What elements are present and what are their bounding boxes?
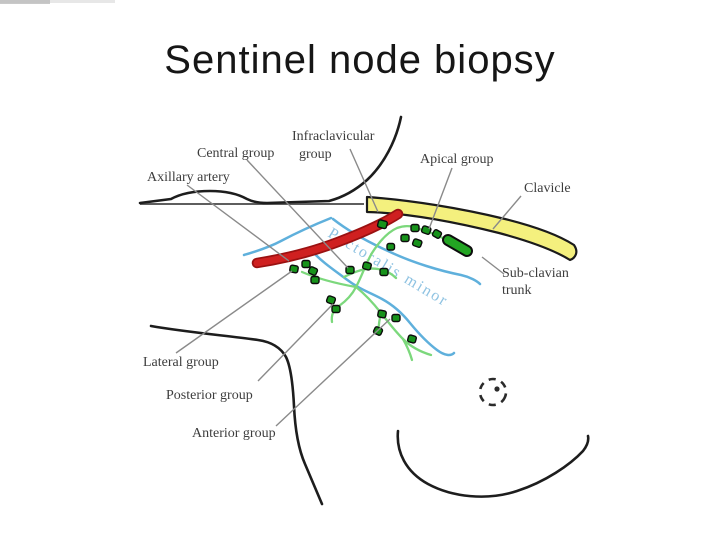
label-central-group: Central group [197, 146, 274, 161]
slide-title: Sentinel node biopsy [164, 38, 556, 82]
label-infraclavicular-group-line2: group [299, 147, 332, 162]
lymph-node [345, 265, 355, 275]
label-infraclavicular-group-line1: Infraclavicular [292, 129, 375, 144]
clavicle-bone [365, 195, 578, 262]
lymph-node [310, 275, 320, 285]
pointer-axillary-artery [186, 184, 290, 262]
lymph-node [377, 309, 387, 319]
pointer-infraclavicular-group [349, 148, 379, 213]
lymph-node [410, 223, 420, 233]
lymph-node [406, 334, 418, 344]
lymph-node [331, 304, 341, 314]
pointer-clavicle [492, 195, 522, 230]
lymph-vessel [330, 285, 358, 324]
label-subclavian-trunk-line1: Sub-clavian [502, 266, 569, 281]
label-subclavian-trunk-line2: trunk [502, 283, 532, 298]
label-apical-group: Apical group [420, 152, 493, 167]
lymph-node [307, 266, 319, 276]
arm-outline [138, 115, 403, 205]
chest-outline [149, 324, 324, 506]
lymph-node [379, 267, 389, 277]
pointer-posterior-group [257, 303, 334, 382]
breast-outline [396, 429, 590, 498]
lymph-node [376, 219, 389, 230]
lymph-node [431, 229, 443, 239]
pointer-central-group [246, 159, 349, 269]
dashed-circle-icon [478, 377, 508, 407]
lymph-node [411, 238, 423, 248]
lymph-node [386, 242, 396, 251]
label-clavicle: Clavicle [524, 181, 571, 196]
pointer-apical-group [428, 167, 453, 230]
lymph-node [400, 233, 410, 243]
lymph-node [325, 295, 337, 305]
vein-path [242, 216, 333, 257]
pointer-anterior-group [275, 318, 391, 427]
lymph-vessel [401, 337, 414, 362]
pointer-lateral-group [175, 270, 293, 354]
lymph-vessel [354, 285, 433, 357]
label-axillary-artery: Axillary artery [147, 170, 230, 185]
scan-artifact [0, 0, 115, 3]
label-lateral-group: Lateral group [143, 355, 219, 370]
label-posterior-group: Posterior group [166, 388, 253, 403]
label-anterior-group: Anterior group [192, 426, 276, 441]
subclavian-trunk-vessel [444, 236, 471, 255]
lymph-vessel [300, 270, 358, 289]
lymph-node [420, 225, 432, 235]
lymph-node [391, 313, 401, 323]
lymph-node [301, 259, 311, 269]
pointer-subclavian-trunk [481, 256, 505, 275]
lymph-node [361, 261, 373, 271]
scan-artifact [0, 0, 50, 4]
